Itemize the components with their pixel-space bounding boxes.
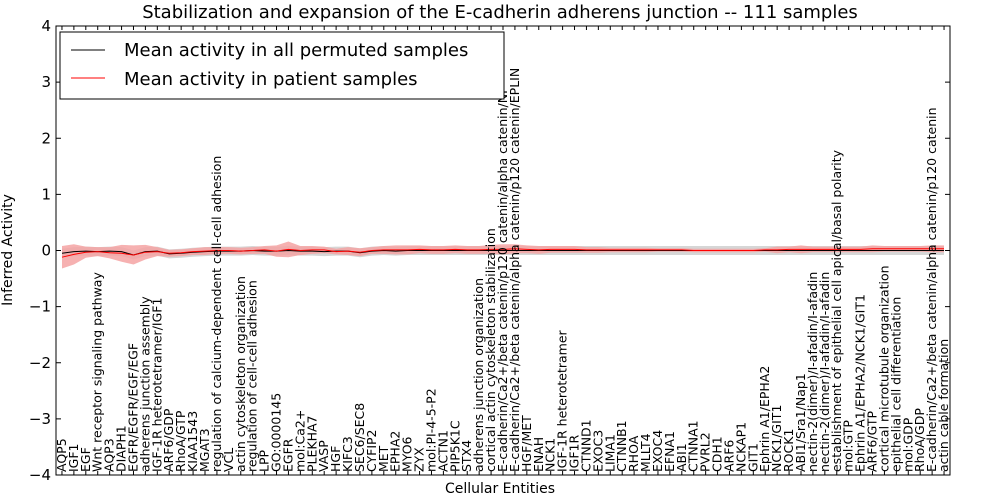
x-tick-label: actin cytoskeleton organization [233,276,248,472]
x-tick-label: GO:0000145 [269,393,284,472]
x-tick-label: SEC6/SEC8 [352,403,367,472]
x-tick-label: Ephrin A1/EPHA2/NCK1/GIT1 [853,294,868,472]
x-tick-label: VASP [316,440,331,472]
x-tick-label: EGFR [280,438,295,472]
x-tick-label: DIAPH1 [114,425,129,472]
x-tick-label: E-cadherin/Ca2+/beta catenin/p120 cateni… [495,90,510,472]
x-tick-label: IGF-1R heterotetramer [555,329,570,472]
x-tick-label: LIMA1 [602,434,617,472]
x-tick-label: NCK1 [543,438,558,472]
x-tick-label: ARF6/GTP [865,411,880,472]
x-tick-label: LPP [257,449,272,472]
x-tick-label: EPHA2 [388,431,403,472]
x-tick-label: IGF1 [66,443,81,472]
x-tick-label: KIAA1543 [185,411,200,472]
y-tick-label: −3 [29,410,51,428]
y-tick-label: 3 [41,73,51,91]
x-tick-label: PIP5K1C [447,420,462,472]
x-tick-label: HGF [328,446,343,472]
y-axis-label: Inferred Activity [0,194,16,306]
x-tick-label: RhoA/GDP [912,408,927,472]
x-tick-label: nectin-2(dimer)/I-afadin/I-afadin [805,272,820,472]
x-tick-label: regulation of cell-cell adhesion [245,280,260,472]
x-tick-label: ROCK1 [781,429,796,472]
x-tick-label: CTNNA1 [686,420,701,472]
x-tick-label: E-cadherin/Ca2+/beta catenin/alpha caten… [507,68,522,472]
y-tick-label: 2 [41,129,51,147]
x-tick-label: AQP3 [102,438,117,472]
x-tick-label: MLLT4 [638,433,653,472]
x-tick-label: establishment of epithelial cell apical/… [829,149,844,472]
legend-box [59,31,505,100]
x-tick-label: CTNND1 [578,419,593,472]
x-tick-label: CYFIP2 [364,429,379,472]
x-tick-label: ARF6 [721,440,736,472]
x-tick-label: VCL [221,448,236,472]
y-tick-label: −4 [29,466,51,484]
x-tick-label: Ephrin A1/EPHA2 [757,366,772,472]
x-tick-label: MGAT3 [197,428,212,472]
y-tick-label: 1 [41,185,51,203]
x-tick-label: NCKAP1 [733,422,748,472]
patient-confidence-band [62,241,944,269]
legend-label-permuted: Mean activity in all permuted samples [124,40,468,61]
chart-title: Stabilization and expansion of the E-cad… [142,2,858,23]
x-tick-label: CTNNB1 [614,420,629,472]
x-tick-label: NCK1/GIT1 [769,405,784,472]
y-tick-label: 0 [41,242,51,260]
x-tick-label: IGF-1R heterotetramer/IGF1 [149,298,164,472]
x-tick-label: ABI1/Sra1/Nap1 [793,373,808,472]
y-tick-label: −2 [29,354,51,372]
confidence-bands [62,241,944,269]
x-tick-label: ARF6/GDP [161,408,176,472]
x-tick-label: mol:GTP [841,420,856,472]
x-tick-label: HGF/MET [519,415,534,472]
y-tick-label: 4 [41,17,51,35]
patient-mean-line [61,248,944,258]
x-tick-label: CDH1 [710,436,725,472]
x-tick-label: mol:Ca2+ [292,410,307,472]
x-tick-label: regulation of calcium-dependent cell-cel… [209,156,224,472]
legend-label-patient: Mean activity in patient samples [124,69,418,90]
x-tick-label: MYO6 [400,436,415,472]
x-tick-label: EGFR/EGFR/EGF/EGF [125,343,140,472]
x-tick-label: mol:GDP [900,417,915,472]
x-tick-label: RHOA [626,435,641,472]
x-tick-label: PLEKHA7 [304,415,319,472]
x-tick-label: cortical actin cytoskeleton stabilizatio… [483,228,498,472]
x-tick-label: EGF [78,447,93,472]
x-tick-label: MET [376,445,391,472]
x-tick-label: cortical microtubule organization [876,265,891,472]
x-tick-label: GIT1 [745,443,760,472]
x-tick-label: EXOC4 [650,430,665,472]
x-tick-label: adherens junction organization [471,278,486,472]
x-tick-label: mol:PI-4-5-P2 [423,388,438,472]
x-tick-label: ABI1 [674,443,689,472]
x-tick-label: KIFC3 [340,436,355,472]
y-tick-label: −1 [29,298,51,316]
y-axis: −4 −3 −2 −1 0 1 2 3 4 [29,17,950,484]
x-tick-label: EFNA1 [662,431,677,472]
x-tick-label: PVRL2 [698,432,713,472]
x-tick-label: adherens junction assembly [137,296,152,472]
x-tick-label: E-cadherin/Ca2+/beta catenin/alpha caten… [924,107,939,472]
x-tick-label: IGF1R [567,434,582,472]
x-tick-label: ACTN1 [435,430,450,472]
series-lines [61,248,944,258]
legend: Mean activity in all permuted samples Me… [59,31,505,100]
x-tick-label: actin cable formation [936,339,951,472]
x-tick-label: epithelial cell differentiation [888,297,903,472]
x-tick-label: AQP5 [54,438,69,472]
x-tick-label: Wnt receptor signaling pathway [90,272,105,472]
permuted-mean-line [61,249,944,256]
x-tick-label: nectin-2(dimer)/I-afadin/I-afadin [817,272,832,472]
x-axis-label: Cellular Entities [445,481,555,497]
x-tick-label: RhoA/GTP [173,410,188,472]
x-tick-label: STX4 [459,440,474,472]
x-tick-label: EXOC3 [590,430,605,472]
x-tick-label: ENAH [531,437,546,472]
x-tick-label: ZYX [412,447,427,472]
